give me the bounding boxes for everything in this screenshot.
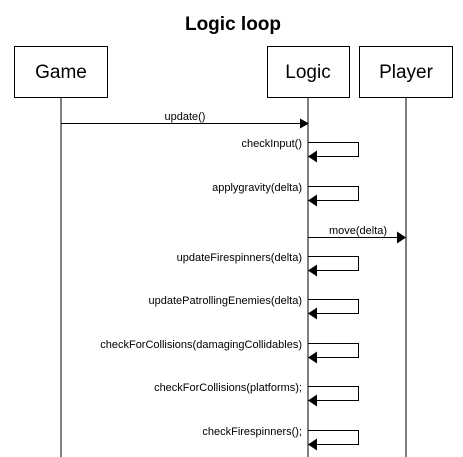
diagram-title: Logic loop bbox=[185, 14, 281, 35]
arrow-head-icon bbox=[308, 264, 317, 277]
message-label: updateFirespinners(delta) bbox=[177, 252, 302, 264]
message-label: applygravity(delta) bbox=[212, 182, 302, 194]
message-apply-gravity: applygravity(delta) bbox=[212, 182, 359, 207]
message-check-collisions-platforms: checkForCollisions(platforms); bbox=[154, 382, 359, 407]
message-label: checkForCollisions(platforms); bbox=[154, 382, 302, 394]
participant-logic-label: Logic bbox=[285, 62, 330, 83]
message-move: move(delta) bbox=[308, 225, 406, 244]
message-label: checkForCollisions(damagingCollidables) bbox=[100, 339, 302, 351]
participant-player-label: Player bbox=[379, 62, 434, 83]
arrow-head-icon bbox=[308, 150, 317, 163]
message-label: checkFirespinners(); bbox=[202, 426, 302, 438]
arrow-head-icon bbox=[397, 231, 406, 244]
message-check-firespinners: checkFirespinners(); bbox=[202, 426, 359, 451]
message-label: updatePatrollingEnemies(delta) bbox=[149, 295, 302, 307]
message-update-firespinners: updateFirespinners(delta) bbox=[177, 252, 359, 277]
message-check-collisions-damaging: checkForCollisions(damagingCollidables) bbox=[100, 339, 359, 364]
arrow-head-icon bbox=[308, 351, 317, 364]
message-check-input: checkInput() bbox=[241, 138, 359, 163]
participant-game-label: Game bbox=[35, 62, 87, 83]
participant-game: Game bbox=[14, 46, 108, 98]
message-update: update() bbox=[61, 111, 309, 129]
participant-logic: Logic bbox=[267, 46, 350, 98]
arrow-head-icon bbox=[308, 194, 317, 207]
message-label: move(delta) bbox=[329, 225, 387, 237]
message-label: checkInput() bbox=[241, 138, 302, 150]
arrow-head-icon bbox=[308, 394, 317, 407]
message-label: update() bbox=[165, 111, 206, 123]
arrow-head-icon bbox=[308, 307, 317, 320]
arrow-head-icon bbox=[300, 118, 309, 129]
arrow-head-icon bbox=[308, 438, 317, 451]
participant-player: Player bbox=[359, 46, 453, 98]
message-update-patrolling-enemies: updatePatrollingEnemies(delta) bbox=[149, 295, 359, 320]
